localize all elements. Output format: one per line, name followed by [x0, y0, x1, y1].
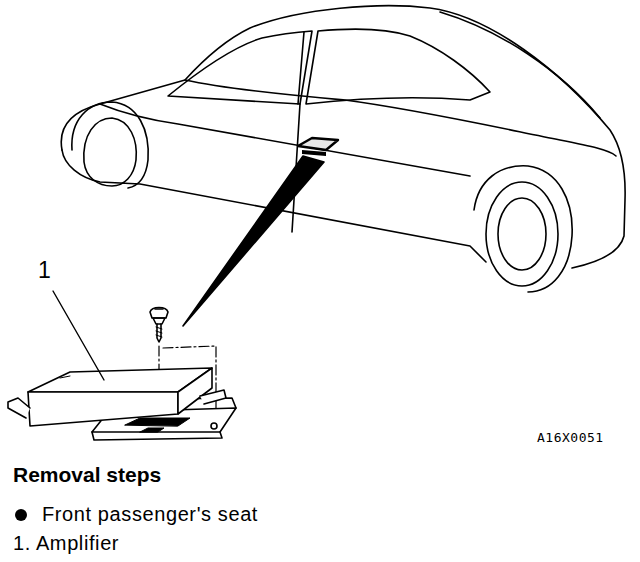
amplifier-unit	[8, 368, 226, 426]
figure-code: A16X0051	[537, 430, 604, 446]
heading: Removal steps	[13, 462, 161, 487]
leader-line	[53, 291, 104, 380]
location-box	[298, 138, 338, 150]
car-outline	[61, 6, 625, 292]
callout-number: 1	[38, 257, 51, 285]
step-text: Front passenger's seat	[42, 502, 258, 526]
step-text: 1. Amplifier	[13, 531, 119, 555]
location-box-edge	[302, 150, 326, 156]
bullet	[15, 509, 27, 521]
screw-symbol	[150, 308, 168, 343]
pointer-wedge	[183, 156, 324, 326]
